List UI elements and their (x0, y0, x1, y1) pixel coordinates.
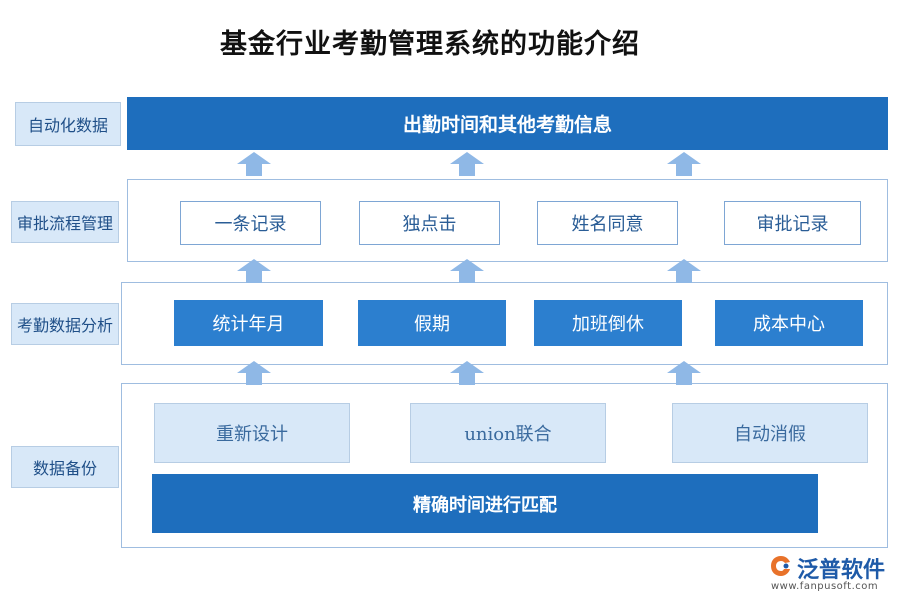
up-arrow-icon (450, 259, 484, 283)
analysis-item-cost-center: 成本中心 (715, 300, 863, 346)
layer-label-approval: 审批流程管理 (11, 201, 119, 243)
layer-label-analysis: 考勤数据分析 (11, 303, 119, 345)
up-arrow-icon (237, 361, 271, 385)
analysis-item-holiday: 假期 (358, 300, 506, 346)
page-title: 基金行业考勤管理系统的功能介绍 (220, 29, 640, 60)
logo-name: 泛普软件 (797, 558, 886, 583)
attendance-info-banner: 出勤时间和其他考勤信息 (127, 97, 888, 150)
up-arrow-icon (237, 152, 271, 176)
approval-item-record: 一条记录 (180, 201, 321, 245)
backup-item-auto-cancel: 自动消假 (672, 403, 868, 463)
up-arrow-icon (450, 152, 484, 176)
up-arrow-icon (667, 259, 701, 283)
up-arrow-icon (237, 259, 271, 283)
approval-item-approval-record: 审批记录 (724, 201, 861, 245)
analysis-item-year-month: 统计年月 (174, 300, 323, 346)
backup-item-union: union联合 (410, 403, 606, 463)
up-arrow-icon (667, 152, 701, 176)
layer-label-backup: 数据备份 (11, 446, 119, 488)
approval-item-click: 独点击 (359, 201, 500, 245)
backup-item-redesign: 重新设计 (154, 403, 350, 463)
layer-label-automation: 自动化数据 (15, 102, 121, 146)
logo-url: www.fanpusoft.com (771, 581, 879, 592)
fanpu-logo: 泛普软件 www.fanpusoft.com (769, 550, 894, 596)
analysis-item-overtime: 加班倒休 (534, 300, 682, 346)
approval-item-name-agree: 姓名同意 (537, 201, 678, 245)
fanpu-logo-icon (771, 556, 790, 576)
up-arrow-icon (667, 361, 701, 385)
time-matching-banner: 精确时间进行匹配 (152, 474, 818, 533)
up-arrow-icon (450, 361, 484, 385)
